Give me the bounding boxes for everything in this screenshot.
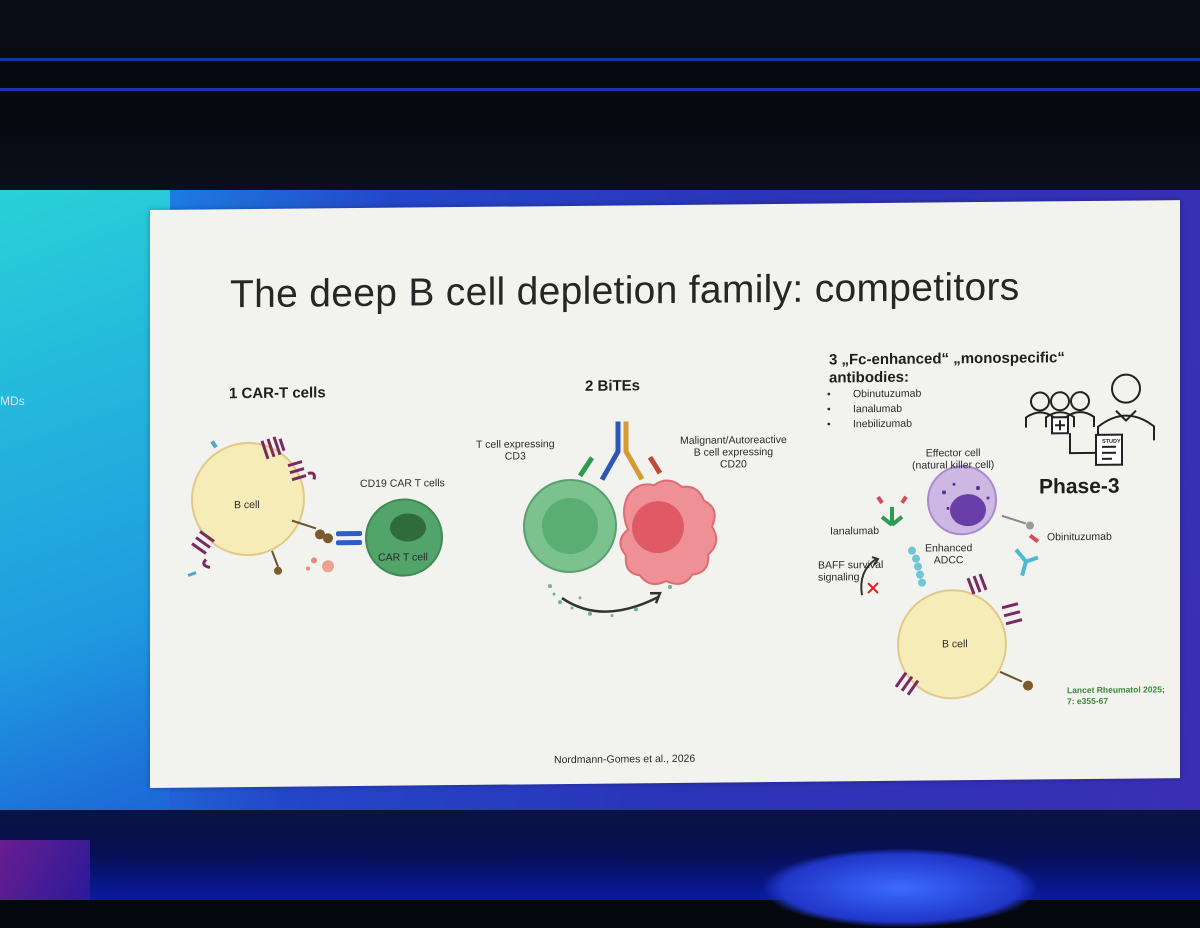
car-t-heading: 1 CAR-T cells bbox=[229, 384, 326, 403]
presentation-slide: The deep B cell depletion family: compet… bbox=[150, 200, 1180, 788]
baff-chain bbox=[908, 546, 926, 587]
stage-glow bbox=[760, 848, 1040, 928]
obinutuzumab-label: Obinituzumab bbox=[1047, 530, 1112, 544]
car-receptor-icon bbox=[336, 530, 362, 546]
b-cell-label-2: B cell bbox=[942, 638, 968, 651]
malignant-cell-label: Malignant/Autoreactive B cell expressing… bbox=[680, 433, 787, 471]
truss-light-bar bbox=[0, 58, 1200, 61]
stage-bottom bbox=[0, 810, 1200, 928]
ianalumab-antibody bbox=[876, 495, 908, 527]
truss-light-bar bbox=[0, 88, 1200, 91]
antibodies-heading-line2: antibodies: bbox=[829, 368, 910, 387]
baff-signaling-label: BAFF survival signaling bbox=[818, 558, 884, 584]
slide-illustrations: STUDY bbox=[187, 373, 1155, 700]
phase3-doctor-icon bbox=[1025, 373, 1155, 466]
ianalumab-label: Ianalumab bbox=[830, 525, 880, 538]
ceiling-truss bbox=[0, 0, 1200, 190]
bites-heading: 2 BiTEs bbox=[585, 377, 641, 395]
obinutuzumab-antibody bbox=[1014, 533, 1040, 577]
bites-diagram bbox=[523, 421, 718, 618]
side-text: MDs bbox=[0, 394, 25, 408]
list-item: Ianalumab bbox=[823, 403, 921, 419]
b-cell-shape-2 bbox=[897, 589, 1007, 700]
list-item: Inebilizumab bbox=[823, 418, 921, 434]
b-cell-label: B cell bbox=[234, 498, 260, 512]
study-label: STUDY bbox=[1102, 439, 1121, 445]
car-t-cell-label: CAR T cell bbox=[378, 551, 428, 564]
receptor-icon bbox=[191, 436, 316, 569]
antibodies-heading-line1: 3 „Fc-enhanced“ „monospecific“ bbox=[829, 349, 1065, 369]
receptor-icon-2 bbox=[894, 573, 1023, 696]
effector-cell-label: Effector cell (natural killer cell) bbox=[912, 447, 995, 472]
b-cell-shape bbox=[191, 442, 305, 557]
screen-left-panel bbox=[0, 190, 170, 810]
antibody-list: Obinutuzumab Ianalumab Inebilizumab bbox=[823, 388, 921, 434]
enhanced-adcc-label: Enhanced ADCC bbox=[925, 542, 973, 567]
stage-accent bbox=[0, 840, 90, 900]
nk-cell bbox=[927, 465, 997, 536]
cd19-car-t-label: CD19 CAR T cells bbox=[360, 477, 445, 490]
phase-3-label: Phase-3 bbox=[1039, 474, 1120, 499]
car-t-diagram bbox=[187, 436, 443, 578]
lancet-citation: Lancet Rheumatol 2025; 7: e355-67 bbox=[1067, 684, 1165, 707]
list-item: Obinutuzumab bbox=[823, 388, 921, 404]
t-cell-label: T cell expressing CD3 bbox=[476, 438, 555, 463]
slide-footer-citation: Nordmann-Gomes et al., 2026 bbox=[554, 752, 696, 767]
